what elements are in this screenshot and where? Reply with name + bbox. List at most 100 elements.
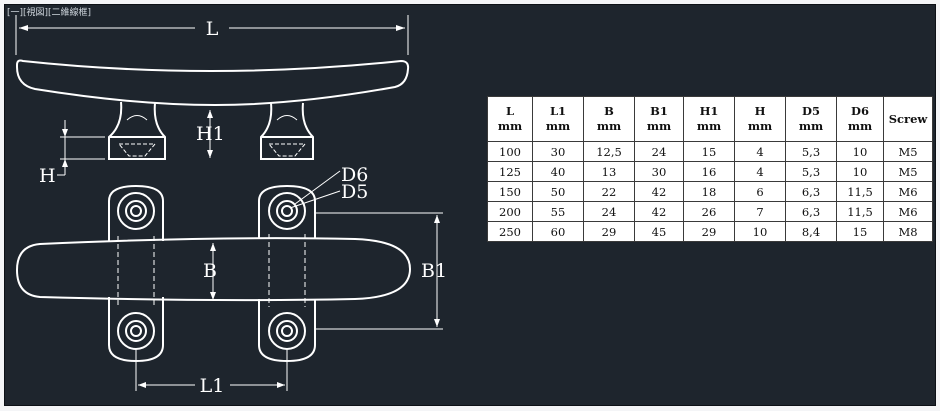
header-unit: mm bbox=[497, 119, 523, 133]
table-cell: 10 bbox=[836, 141, 884, 162]
top-view bbox=[15, 170, 443, 391]
table-cell: M8 bbox=[883, 221, 933, 242]
header-unit: mm bbox=[747, 119, 773, 133]
screw-hole-bottom-left bbox=[117, 312, 155, 350]
table-cell: 45 bbox=[634, 221, 684, 242]
l-arrow-left bbox=[19, 25, 28, 31]
pillar-right-curve bbox=[276, 115, 298, 121]
table-cell: 6,3 bbox=[785, 181, 837, 202]
header-unit: mm bbox=[847, 119, 873, 133]
screw-hole-bottom-right bbox=[268, 312, 306, 350]
cleat-technical-drawing: L H1 H D6 D5 B B1 L1 bbox=[15, 15, 447, 397]
table-cell: 250 bbox=[487, 221, 533, 242]
table-cell: 125 bbox=[487, 161, 533, 182]
cleat-horn-side bbox=[16, 59, 410, 107]
table-cell: 4 bbox=[734, 141, 786, 162]
table-cell: M5 bbox=[883, 141, 933, 162]
table-cell: 30 bbox=[634, 161, 684, 182]
d5-leader bbox=[289, 190, 341, 209]
table-cell: 24 bbox=[634, 141, 684, 162]
table-cell: 42 bbox=[634, 201, 684, 222]
table-cell: 16 bbox=[683, 161, 735, 182]
table-cell: 42 bbox=[634, 181, 684, 202]
table-cell: 200 bbox=[487, 201, 533, 222]
h-arrow-bottom bbox=[62, 159, 68, 167]
l-arrow-right bbox=[396, 25, 405, 31]
table-cell: M6 bbox=[883, 201, 933, 222]
header-name: Screw bbox=[888, 111, 928, 126]
table-cell: 8,4 bbox=[785, 221, 837, 242]
table-cell: 60 bbox=[532, 221, 584, 242]
header-name: H1 bbox=[699, 104, 719, 118]
table-cell: 29 bbox=[683, 221, 735, 242]
label-b: B bbox=[203, 260, 217, 282]
table-cell: 24 bbox=[583, 201, 635, 222]
screw-hole-top-left bbox=[117, 192, 155, 230]
header-name: L1 bbox=[549, 104, 567, 118]
table-cell: 40 bbox=[532, 161, 584, 182]
table-cell: 6,3 bbox=[785, 201, 837, 222]
header-unit: mm bbox=[798, 119, 824, 133]
label-b1: B1 bbox=[421, 260, 447, 282]
cleat-foot-left bbox=[108, 101, 166, 160]
screw-hole-left-hidden bbox=[117, 143, 157, 157]
cleat-foot-right bbox=[260, 102, 314, 160]
label-d5: D5 bbox=[341, 181, 368, 203]
label-h: H bbox=[39, 165, 56, 187]
table-cell: 7 bbox=[734, 201, 786, 222]
label-d6: D6 bbox=[341, 164, 368, 186]
header-name: B1 bbox=[650, 104, 668, 118]
table-cell: 13 bbox=[583, 161, 635, 182]
b1-arrow-top bbox=[434, 215, 440, 223]
screw-hole-right-hidden bbox=[267, 143, 307, 157]
label-l: L bbox=[206, 18, 219, 40]
label-h1: H1 bbox=[196, 123, 225, 145]
h1-arrow-top bbox=[207, 110, 213, 118]
b1-arrow-bottom bbox=[434, 319, 440, 327]
cad-drawing-canvas: [一][視図][二維線框] bbox=[4, 4, 936, 406]
table-cell: 30 bbox=[532, 141, 584, 162]
base-right-top bbox=[258, 184, 316, 239]
table-cell: 11,5 bbox=[836, 201, 884, 222]
header-unit: mm bbox=[696, 119, 722, 133]
h1-arrow-bottom bbox=[207, 150, 213, 158]
side-view bbox=[15, 15, 410, 176]
table-cell: 100 bbox=[487, 141, 533, 162]
table-cell: 15 bbox=[836, 221, 884, 242]
label-l1: L1 bbox=[200, 375, 225, 397]
table-cell: 29 bbox=[583, 221, 635, 242]
table-cell: 15 bbox=[683, 141, 735, 162]
header-name: D6 bbox=[851, 104, 869, 118]
table-cell: 55 bbox=[532, 201, 584, 222]
table-cell: 10 bbox=[734, 221, 786, 242]
table-cell: 10 bbox=[836, 161, 884, 182]
pillar-left-curve bbox=[126, 115, 148, 121]
header-name: D5 bbox=[802, 104, 820, 118]
l1-arrow-right bbox=[277, 382, 285, 388]
viewport-title: [一][視図][二維線框] bbox=[7, 8, 92, 18]
h-arrow-top bbox=[62, 129, 68, 137]
header-cell: Screw bbox=[883, 96, 933, 142]
table-cell: 4 bbox=[734, 161, 786, 182]
table-cell: 11,5 bbox=[836, 181, 884, 202]
header-name: L bbox=[505, 104, 515, 118]
table-cell: 26 bbox=[683, 201, 735, 222]
screw-hole-top-right bbox=[268, 192, 306, 230]
b-arrow-bottom bbox=[210, 292, 216, 300]
d6-leader bbox=[294, 170, 341, 205]
header-unit: mm bbox=[646, 119, 672, 133]
base-left-top bbox=[108, 184, 164, 241]
table-cell: 50 bbox=[532, 181, 584, 202]
table-cell: M6 bbox=[883, 181, 933, 202]
